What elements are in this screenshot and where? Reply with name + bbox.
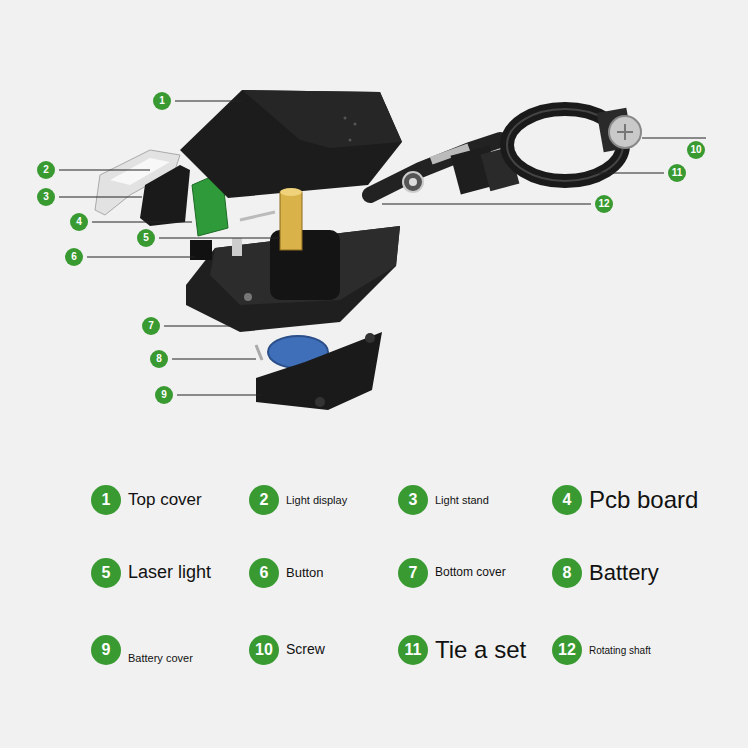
- callout-number: 3: [409, 492, 418, 508]
- callout-circle: 9: [155, 386, 173, 404]
- callout-number: 10: [690, 145, 701, 155]
- callout-circle: 12: [552, 635, 582, 665]
- part-name: Pcb board: [589, 487, 698, 513]
- callout-number: 12: [558, 642, 576, 658]
- part-name: Button: [286, 566, 324, 580]
- callout-number: 6: [260, 565, 269, 581]
- background: [0, 0, 748, 460]
- callout-circle: 2: [37, 161, 55, 179]
- callout-circle: 3: [37, 188, 55, 206]
- callout-circle: 8: [552, 558, 582, 588]
- callout-number: 7: [409, 565, 418, 581]
- callout-circle: 11: [398, 635, 428, 665]
- callout-circle: 2: [249, 485, 279, 515]
- laser-light: [240, 188, 302, 250]
- callout-number: 8: [563, 565, 572, 581]
- callout-circle: 4: [70, 213, 88, 231]
- callout-circle: 1: [153, 92, 171, 110]
- part-name: Rotating shaft: [589, 645, 651, 656]
- clamp-assembly: [370, 108, 641, 195]
- callout-number: 1: [102, 492, 111, 508]
- callout-number: 12: [598, 199, 609, 209]
- callout-number: 11: [672, 168, 683, 178]
- callout-number: 9: [161, 390, 167, 400]
- part-name: Bottom cover: [435, 566, 506, 579]
- callout-circle: 8: [150, 350, 168, 368]
- callout-circle: 10: [249, 635, 279, 665]
- callout-number: 8: [156, 354, 162, 364]
- callout-number: 9: [102, 642, 111, 658]
- part-name: Tie a set: [435, 637, 526, 663]
- callout-circle: 9: [91, 635, 121, 665]
- part-name: Battery: [589, 561, 659, 585]
- callout-number: 3: [43, 192, 49, 202]
- callout-number: 4: [563, 492, 572, 508]
- callout-circle: 6: [249, 558, 279, 588]
- battery-cover: [256, 332, 382, 410]
- callout-number: 10: [255, 642, 273, 658]
- callout-circle: 10: [687, 141, 705, 159]
- leader-lines: [59, 101, 706, 395]
- callout-circle: 5: [91, 558, 121, 588]
- callout-circle: 5: [137, 229, 155, 247]
- callout-circle: 3: [398, 485, 428, 515]
- callout-circle: 7: [398, 558, 428, 588]
- part-name: Laser light: [128, 563, 211, 583]
- callout-circle: 1: [91, 485, 121, 515]
- callout-circle: 4: [552, 485, 582, 515]
- part-name: Screw: [286, 642, 325, 657]
- part-name: Light display: [286, 494, 347, 506]
- callout-number: 7: [148, 321, 154, 331]
- callout-number: 4: [76, 217, 82, 227]
- callout-number: 5: [102, 565, 111, 581]
- callout-circle: 11: [668, 164, 686, 182]
- callout-circle: 6: [65, 248, 83, 266]
- callout-number: 11: [405, 642, 422, 658]
- part-name: Battery cover: [128, 652, 193, 664]
- callout-circle: 7: [142, 317, 160, 335]
- callout-circle: 12: [595, 195, 613, 213]
- callout-number: 1: [159, 96, 165, 106]
- callout-number: 2: [260, 492, 269, 508]
- callout-number: 2: [43, 165, 49, 175]
- callout-number: 5: [143, 233, 149, 243]
- callout-number: 6: [71, 252, 77, 262]
- top-cover: [180, 90, 402, 198]
- part-name: Top cover: [128, 491, 202, 510]
- part-name: Light stand: [435, 494, 489, 506]
- light-display: [95, 150, 190, 226]
